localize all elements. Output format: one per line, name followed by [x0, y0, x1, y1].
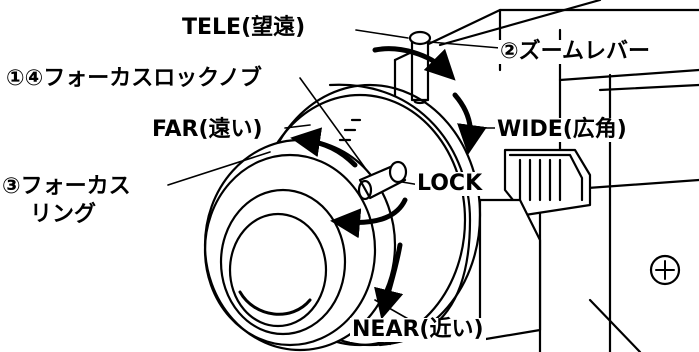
lens-barrel	[203, 83, 482, 352]
label-zoom-lever: ②ズームレバー	[498, 39, 652, 64]
label-wide: WIDE(広角)	[495, 117, 629, 142]
rotation-arrows	[290, 46, 487, 320]
label-tele: TELE(望遠)	[180, 15, 308, 40]
label-near: NEAR(近い)	[350, 317, 486, 342]
focus-lock-knob	[357, 160, 408, 201]
label-lock: LOCK	[415, 171, 485, 196]
label-focus-ring-1: ③フォーカス	[0, 174, 133, 199]
leader-lines	[167, 29, 501, 321]
label-focus-lock-knob: ①④フォーカスロックノブ	[4, 66, 264, 91]
connector	[478, 148, 592, 342]
zoom-lever	[408, 30, 432, 105]
label-far: FAR(遠い)	[150, 117, 265, 142]
label-focus-ring-2: リング	[28, 202, 99, 227]
